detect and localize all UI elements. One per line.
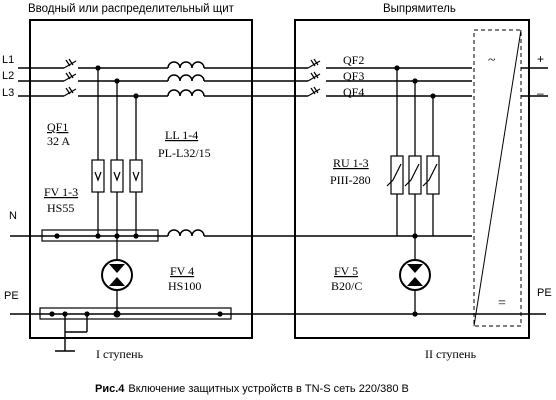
qf2-label: QF2 — [343, 53, 364, 67]
fv4-name: FV 4 — [170, 264, 194, 278]
rectifier-ac-symbol: ~ — [488, 53, 496, 68]
rectifier-outputs — [521, 67, 548, 97]
label-pe-left: PE — [4, 290, 19, 302]
fv5-value: B20/C — [331, 279, 362, 293]
qf1-name: QF1 — [47, 120, 68, 134]
right-taps — [396, 68, 434, 314]
right-panel-title: Выпрямитель — [383, 3, 456, 15]
fv13-value: HS55 — [47, 201, 74, 215]
fv-bar-n — [41, 229, 159, 242]
right-panel-border — [294, 19, 530, 339]
pe-bar — [39, 307, 232, 320]
rectifier-dc-symbol: = — [498, 296, 506, 311]
fv4-value: HS100 — [168, 279, 201, 293]
ll-value: PL-L32/15 — [158, 146, 211, 160]
stage-2-label: II ступень — [425, 347, 477, 361]
ll-name: LL 1-4 — [165, 128, 198, 142]
breakers-qf2-qf4 — [307, 58, 321, 97]
ru-value: PIII-280 — [330, 173, 371, 187]
qf4-label: QF4 — [343, 85, 364, 99]
arrester-fv5 — [399, 259, 431, 291]
qf1-value: 32 A — [47, 134, 70, 148]
label-l2: L2 — [2, 70, 14, 82]
junction-dots — [49, 65, 436, 318]
left-panel-title: Вводный или распределительный щит — [28, 3, 235, 15]
ru-name: RU 1-3 — [333, 156, 369, 170]
fv13-name: FV 1-3 — [44, 185, 78, 199]
left-panel-border — [29, 19, 253, 339]
minus-label: – — [537, 86, 544, 100]
ground-symbol — [55, 314, 88, 352]
qf3-label: QF3 — [343, 69, 364, 83]
plus-label: + — [537, 52, 544, 66]
caption-label: Рис.4 — [95, 383, 125, 395]
rectifier-block — [473, 29, 522, 327]
breaker-qf1-symbol — [63, 58, 77, 97]
label-n: N — [9, 210, 17, 222]
fv5-name: FV 5 — [334, 264, 358, 278]
left-taps — [97, 68, 137, 314]
label-pe-right: PE — [537, 287, 552, 299]
stage-1-label: I ступень — [96, 347, 144, 361]
varistors-ru1-3 — [386, 155, 440, 195]
arresters-fv1-3 — [91, 159, 143, 193]
label-l1: L1 — [2, 54, 14, 66]
caption-text: Включение защитных устройств в TN-S сеть… — [128, 383, 408, 395]
inductors-ll — [167, 61, 205, 237]
arrester-fv4 — [101, 259, 133, 291]
phase-lines — [18, 67, 472, 97]
label-l3: L3 — [2, 87, 14, 99]
